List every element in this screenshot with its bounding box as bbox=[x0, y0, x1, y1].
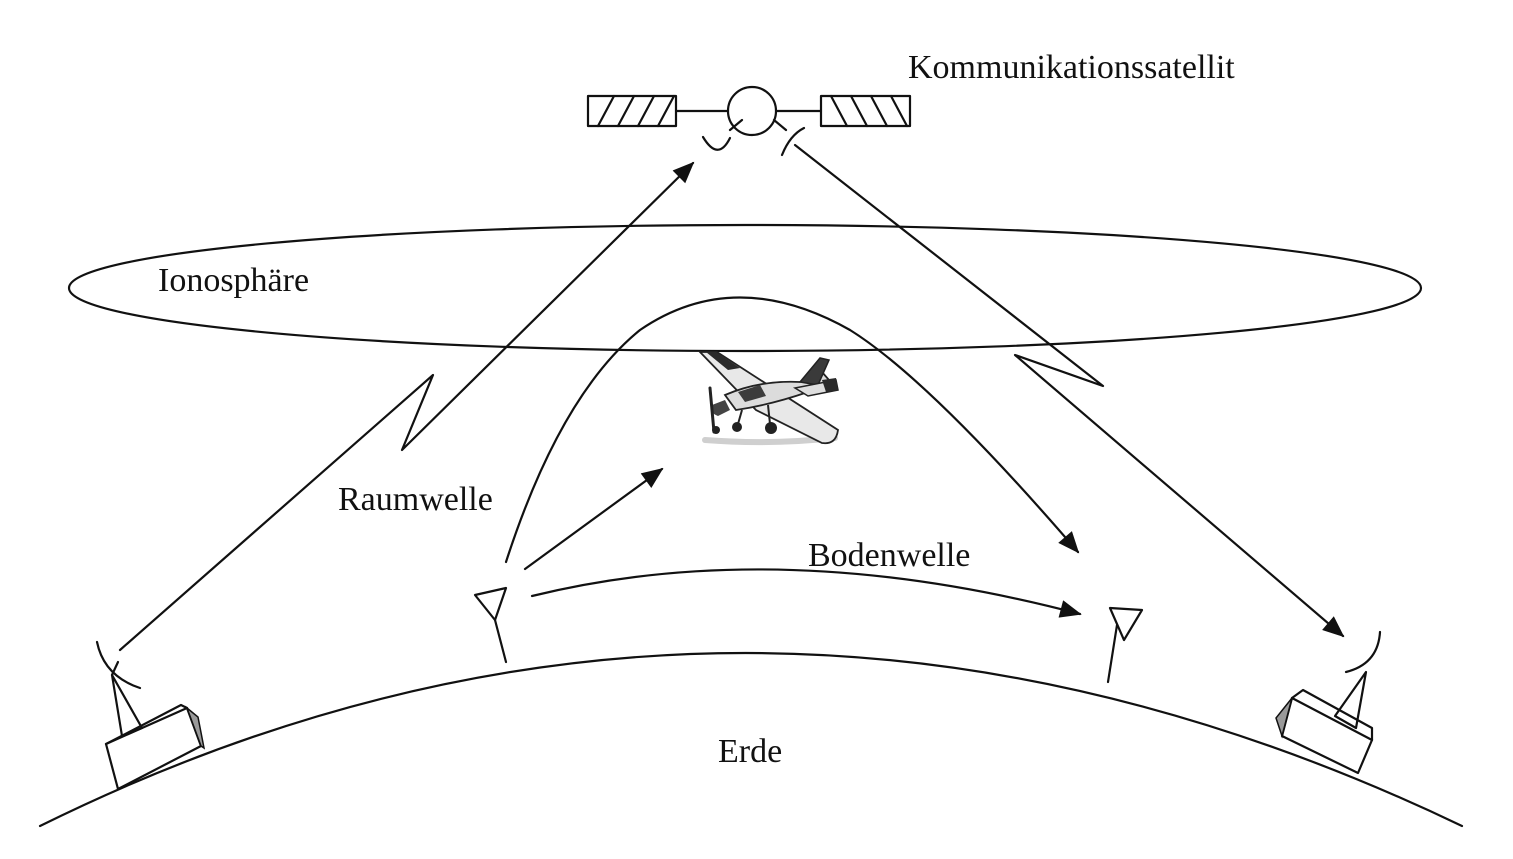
ground-wave-label: Bodenwelle bbox=[808, 537, 970, 574]
ionosphere-label: Ionosphäre bbox=[158, 262, 309, 299]
ground-wave-arc bbox=[530, 568, 1082, 618]
dish-antenna-icon bbox=[1275, 630, 1382, 775]
sky-wave-label: Raumwelle bbox=[338, 481, 493, 518]
satellite-icon bbox=[586, 85, 912, 157]
mast-antenna-icon bbox=[1106, 606, 1144, 684]
direct-wave-to-plane bbox=[523, 467, 664, 571]
earth-label: Erde bbox=[718, 733, 782, 770]
satellite-downlink bbox=[793, 143, 1345, 638]
left-station-uplink bbox=[118, 161, 695, 652]
mast-antenna-icon bbox=[473, 586, 508, 664]
satellite-label: Kommunikationssatellit bbox=[908, 49, 1235, 86]
dish-antenna-icon bbox=[95, 640, 206, 791]
ionosphere-layer bbox=[67, 223, 1423, 353]
airplane-icon bbox=[697, 351, 839, 446]
sky-wave-arc bbox=[504, 296, 1080, 564]
earth-surface bbox=[38, 651, 1464, 828]
